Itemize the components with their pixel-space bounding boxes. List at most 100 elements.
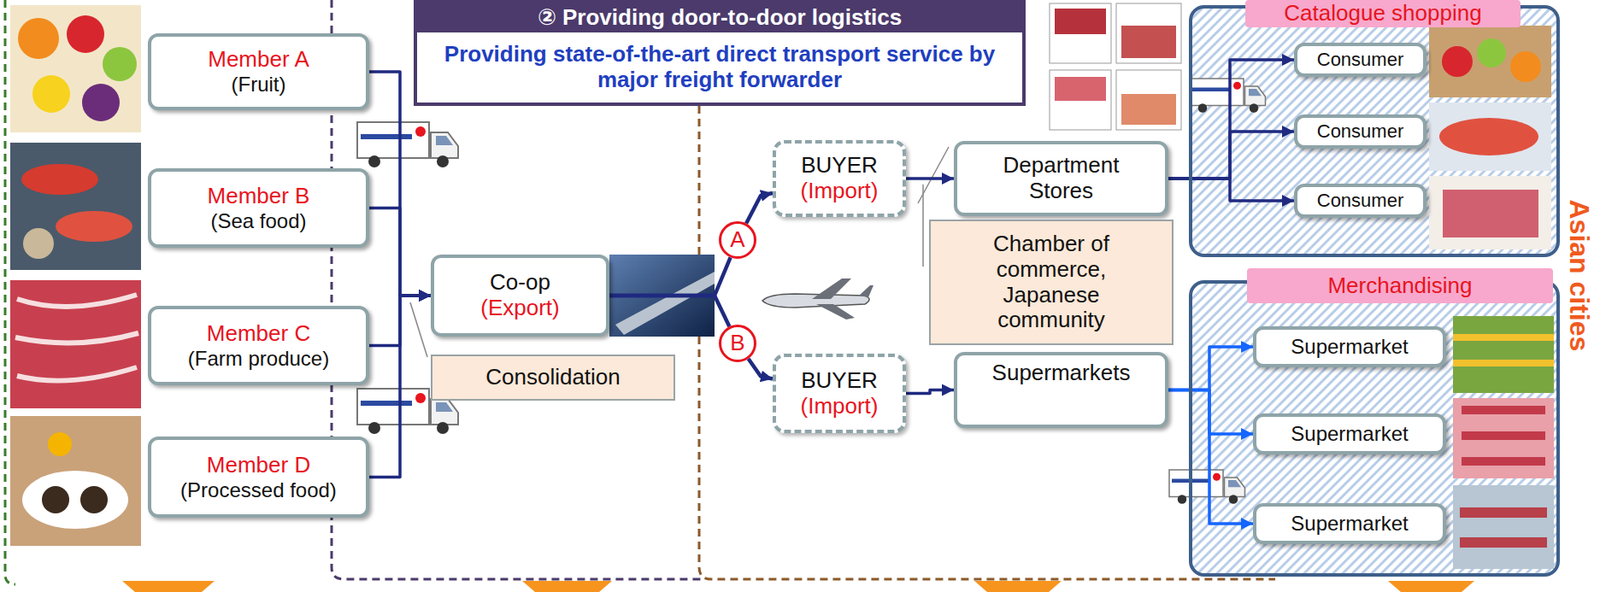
- coop-box: Co-op(Export): [430, 254, 610, 337]
- flow-arrow: [905, 390, 954, 395]
- channel-region: MerchandisingSupermarketSupermarketSuper…: [1188, 280, 1560, 577]
- node-label: Supermarket: [1290, 511, 1408, 536]
- fruit-photo: [32, 75, 71, 113]
- node-label: Member C: [206, 321, 311, 348]
- flow-arrow: [1168, 178, 1295, 201]
- node-label: (Farm produce): [188, 347, 330, 371]
- catalogue-photo: [1116, 3, 1182, 64]
- node-label: (Sea food): [210, 209, 306, 234]
- step-arrow: [522, 581, 612, 592]
- beef-photo: [10, 280, 142, 409]
- store-box: Supermarkets: [953, 352, 1169, 429]
- gift-photo: [1510, 51, 1542, 83]
- flow-arrow: [1168, 390, 1253, 525]
- catalogue-photo: [1049, 70, 1112, 130]
- fruit-photo: [10, 5, 142, 133]
- member-box: Member A(Fruit): [147, 33, 370, 111]
- node-label: Consolidation: [485, 364, 621, 391]
- node-label: Supermarket: [1290, 335, 1408, 359]
- region-heading: Catalogue shopping: [1245, 0, 1521, 28]
- fruit-photo: [82, 83, 120, 122]
- note-box: Consolidation: [430, 354, 676, 401]
- beef-photo: [15, 294, 139, 382]
- processed-food-photo: [41, 486, 70, 514]
- truck-icon: [357, 122, 459, 168]
- node-label: (Fruit): [231, 72, 287, 97]
- fruit-photo: [66, 15, 105, 53]
- leader-line: [917, 147, 949, 204]
- meat-pack-photo: [1452, 398, 1554, 479]
- channel-region: Catalogue shoppingConsumerConsumerConsum…: [1188, 5, 1560, 258]
- produce-shelf-photo: [1452, 337, 1554, 364]
- route-circle: B: [718, 324, 757, 363]
- fish-photo: [1439, 117, 1539, 156]
- flow-arrow: [1168, 131, 1295, 179]
- produce-shelf-photo: [1452, 316, 1554, 394]
- gift-photo: [1441, 46, 1473, 77]
- meat-counter-photo: [1452, 485, 1554, 570]
- truck-icon: [1169, 470, 1246, 505]
- node-label: Member D: [206, 452, 311, 479]
- node-label: BUYER: [800, 368, 878, 395]
- flow-arrow: [1168, 347, 1253, 391]
- airport-photo: [615, 271, 715, 336]
- node-label: Providing state-of-the-art direct transp…: [417, 32, 1023, 103]
- buyer-box: BUYER(Import): [772, 140, 906, 218]
- note-box: Chamber of commerce, Japanese community: [929, 219, 1174, 346]
- meat-pack-photo: [1461, 410, 1546, 462]
- flow-arrow: [609, 257, 731, 296]
- node-label: Supermarket: [1290, 422, 1408, 447]
- consumer-box: Consumer: [1294, 183, 1427, 218]
- title-box: ② Providing door-to-door logisticsProvid…: [413, 0, 1026, 106]
- flow-arrow: [748, 358, 773, 380]
- supermarket-box: Supermarket: [1252, 326, 1447, 368]
- flow-arrow: [1168, 59, 1295, 179]
- processed-food-photo: [22, 470, 129, 530]
- catalogue-photo: [1121, 94, 1177, 125]
- airplane-icon: [762, 294, 870, 308]
- supermarket-box: Supermarket: [1252, 413, 1447, 455]
- node-label: BUYER: [800, 152, 878, 179]
- node-label: Co-op: [489, 270, 551, 296]
- node-label: (Import): [800, 394, 879, 420]
- step-arrow: [974, 581, 1062, 592]
- airplane-icon: [811, 278, 874, 320]
- store-box: Department Stores: [953, 141, 1169, 217]
- catalogue-photo: [1054, 8, 1106, 35]
- step-arrow: [1388, 581, 1475, 592]
- catalogue-photo: [1116, 70, 1182, 130]
- node-label: (Processed food): [180, 478, 337, 503]
- supermarket-box: Supermarket: [1252, 503, 1447, 545]
- region-heading: Merchandising: [1247, 268, 1553, 304]
- truck-icon: [1189, 78, 1266, 113]
- flow-arrow: [369, 208, 431, 297]
- gift-photo: [1429, 25, 1552, 98]
- fish-photo: [1429, 102, 1552, 171]
- member-box: Member B(Sea food): [147, 168, 370, 248]
- consumer-box: Consumer: [1294, 114, 1427, 149]
- seafood-photo: [55, 211, 133, 242]
- processed-food-photo: [10, 416, 142, 547]
- flow-arrow: [905, 176, 954, 181]
- seafood-photo: [21, 164, 99, 195]
- node-label: Member B: [207, 183, 311, 210]
- beef-box-photo: [1429, 176, 1552, 250]
- region-hatch: [1190, 282, 1559, 576]
- flow-arrow: [609, 295, 730, 327]
- node-label: Consumer: [1317, 120, 1404, 142]
- node-label: (Export): [480, 295, 559, 322]
- processed-food-photo: [80, 486, 108, 514]
- step-arrow: [122, 581, 215, 592]
- route-circle: A: [718, 221, 757, 259]
- node-label: Member A: [207, 47, 310, 73]
- catalogue-photo: [1049, 3, 1112, 64]
- seafood-photo: [23, 228, 54, 259]
- node-label: A: [729, 227, 745, 253]
- node-label: Consumer: [1317, 48, 1404, 71]
- fruit-photo: [17, 17, 59, 59]
- seafood-photo: [10, 142, 142, 271]
- gift-photo: [1476, 38, 1506, 68]
- processed-food-photo: [47, 432, 72, 457]
- consumer-box: Consumer: [1294, 42, 1427, 77]
